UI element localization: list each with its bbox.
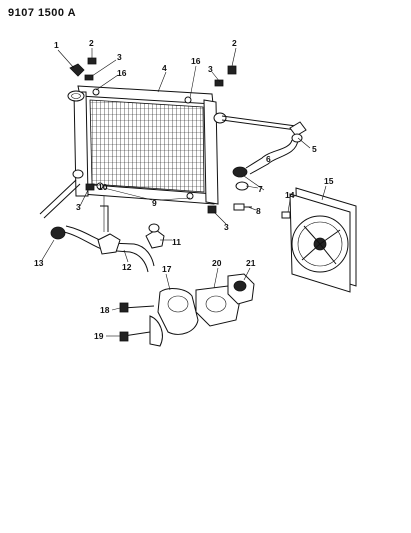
callout-1: 1	[54, 40, 59, 50]
callout-11: 11	[172, 237, 181, 247]
callout-14: 14	[285, 190, 295, 200]
callout-labels: 1 2 3 16 4 16 3 2 5 6 7 8 9 3 3 10 11 12…	[34, 38, 334, 341]
callout-6: 6	[266, 154, 271, 164]
upper-hose	[221, 115, 307, 178]
callout-21: 21	[246, 258, 256, 268]
callout-17: 17	[162, 264, 172, 274]
callout-18: 18	[100, 305, 110, 315]
callout-2b: 2	[232, 38, 237, 48]
callout-13: 13	[34, 258, 44, 268]
leader-lines	[41, 47, 327, 337]
radiator	[67, 85, 227, 205]
callout-3d: 3	[224, 222, 229, 232]
callout-4: 4	[162, 63, 167, 73]
callout-15: 15	[324, 176, 334, 186]
callout-7: 7	[258, 184, 263, 194]
outlet-fitting	[233, 181, 252, 211]
lower-hoses	[39, 179, 165, 273]
callout-16a: 16	[117, 68, 127, 78]
callout-20: 20	[212, 258, 222, 268]
callout-2a: 2	[89, 38, 94, 48]
callout-9: 9	[152, 198, 157, 208]
callout-3a: 3	[117, 52, 122, 62]
callout-12: 12	[122, 262, 132, 272]
callout-19: 19	[94, 331, 104, 341]
callout-10: 10	[98, 182, 108, 192]
fan-shroud-assembly	[281, 187, 357, 293]
callout-3c: 3	[76, 202, 81, 212]
callout-16b: 16	[191, 56, 201, 66]
callout-3b: 3	[208, 64, 213, 74]
document-id: 9107 1500 A	[8, 7, 77, 19]
callout-8: 8	[256, 206, 261, 216]
thermostat-housing-group	[119, 273, 255, 347]
callout-5: 5	[312, 144, 317, 154]
